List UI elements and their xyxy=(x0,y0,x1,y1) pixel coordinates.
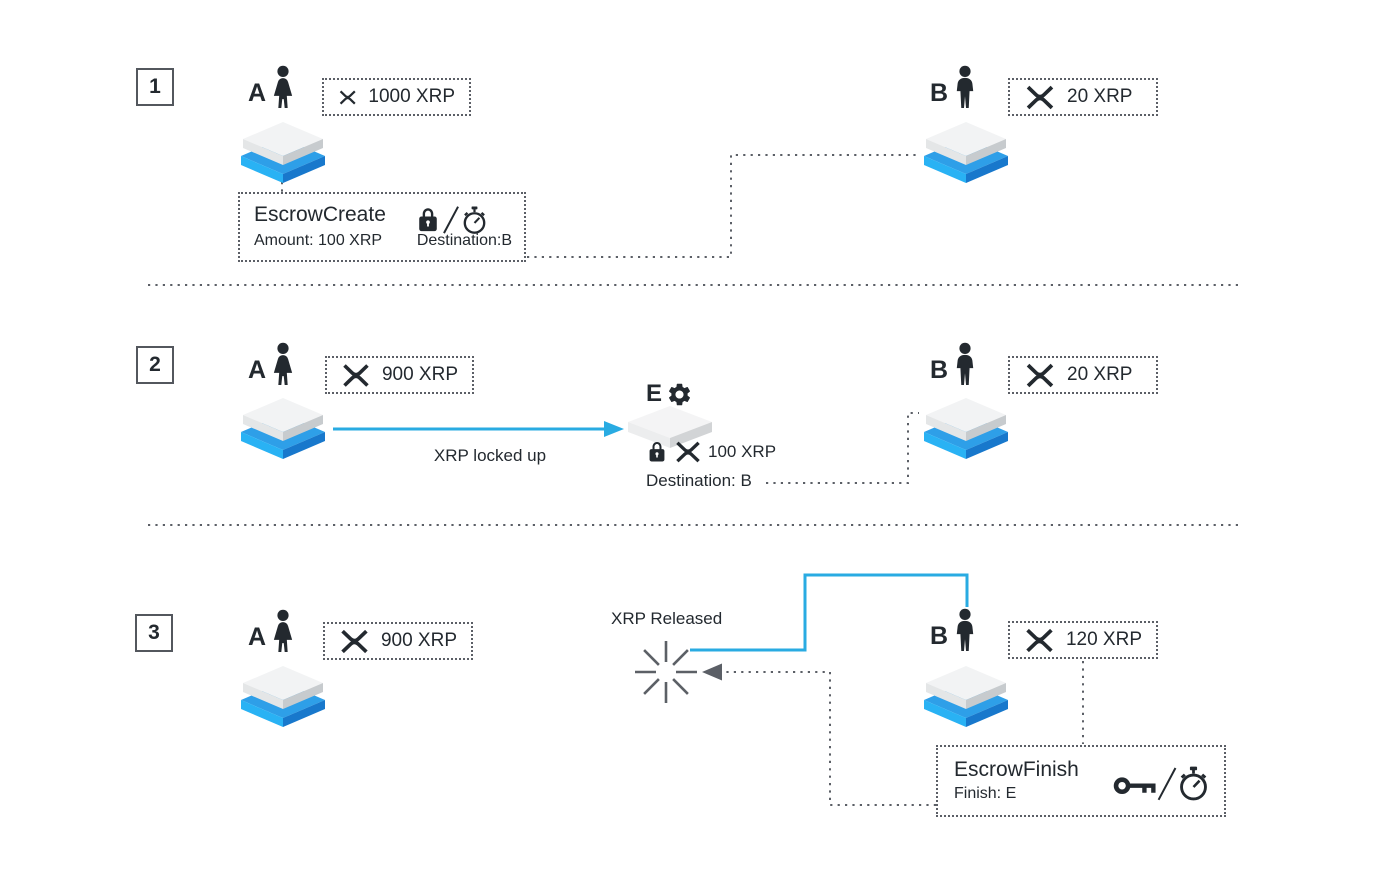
actor-b-label: B xyxy=(930,621,949,650)
step-1-number-label: 1 xyxy=(149,75,161,98)
balance-badge-a-step1: 1000 XRP xyxy=(322,78,471,116)
actor-a-label: A xyxy=(248,355,267,384)
locked-amount: 100 XRP xyxy=(708,442,777,461)
actor-a-step2: A xyxy=(248,341,297,399)
ledger-icon-a-step2 xyxy=(237,398,329,460)
actor-b-step1: B xyxy=(930,64,979,122)
xrp-logo-icon xyxy=(1025,627,1054,654)
actor-a-step1: A xyxy=(248,64,297,122)
balance-badge-a-step2: 900 XRP xyxy=(325,356,474,394)
actor-b-step3: B xyxy=(930,607,979,665)
ledger-icon-a-step1 xyxy=(237,122,329,184)
flow-label: XRP locked up xyxy=(433,446,547,465)
arrowhead-xrp-locked-up xyxy=(604,421,624,437)
actor-b-label: B xyxy=(930,78,949,107)
transaction-destination: Destination:B xyxy=(416,232,512,249)
arrowhead-escrowfinish-to-burst xyxy=(702,663,722,681)
escrow-finish-box: EscrowFinish Finish: E xyxy=(936,745,1226,817)
key-icon xyxy=(1113,770,1157,799)
step-3-number-label: 3 xyxy=(148,621,160,644)
escrow-destination: Destination: B xyxy=(646,471,752,490)
connector-escrowfinish-to-burst xyxy=(722,671,936,806)
connector-xrp-released-to-b xyxy=(690,573,969,652)
slash-icon xyxy=(442,206,459,234)
balance-value: 900 XRP xyxy=(380,630,457,651)
ledger-icon-b-step1 xyxy=(920,122,1012,184)
woman-icon xyxy=(269,609,297,666)
actor-a-step3: A xyxy=(248,608,297,666)
step-2-number: 2 xyxy=(136,346,174,384)
actor-b-label: B xyxy=(930,355,949,384)
burst-icon xyxy=(631,637,701,707)
stopwatch-icon xyxy=(1177,766,1210,802)
transaction-amount: Amount: 100 XRP xyxy=(254,232,383,249)
transaction-title: EscrowCreate xyxy=(254,203,386,226)
xrp-logo-icon xyxy=(675,440,701,464)
woman-icon xyxy=(269,342,297,399)
slash-icon xyxy=(1157,767,1177,801)
escrow-create-box: EscrowCreate Amount: 100 XRP Destination… xyxy=(238,192,526,262)
balance-badge-b-step1: 20 XRP xyxy=(1008,78,1158,116)
balance-badge-a-step3: 900 XRP xyxy=(323,622,473,660)
transaction-title: EscrowFinish xyxy=(954,758,1079,781)
balance-badge-b-step3: 120 XRP xyxy=(1008,621,1158,659)
condition-icons xyxy=(1113,766,1210,802)
actor-a-label: A xyxy=(248,622,267,651)
step-2-number-label: 2 xyxy=(149,353,161,376)
xrp-logo-icon xyxy=(1025,84,1055,111)
xrp-logo-icon xyxy=(340,628,369,655)
escrow-label: E xyxy=(646,380,663,407)
step-1-number: 1 xyxy=(136,68,174,106)
transaction-finish: Finish: E xyxy=(954,785,1017,802)
man-icon xyxy=(951,65,979,122)
stopwatch-icon xyxy=(461,206,488,235)
man-icon xyxy=(951,608,979,665)
ledger-icon-b-step3 xyxy=(920,666,1012,728)
locked-amount-row: 100 XRP xyxy=(646,440,776,464)
condition-icons xyxy=(415,205,488,235)
actor-b-step2: B xyxy=(930,341,979,399)
lock-icon xyxy=(646,441,668,463)
xrp-logo-icon xyxy=(339,84,356,111)
balance-value: 120 XRP xyxy=(1065,629,1142,650)
escrow-account: E xyxy=(646,379,693,409)
balance-value: 20 XRP xyxy=(1067,364,1133,385)
ledger-icon-b-step2 xyxy=(920,398,1012,460)
balance-value: 20 XRP xyxy=(1067,86,1133,107)
release-label: XRP Released xyxy=(611,609,723,628)
connector-escrowcreate-to-ledger-b1 xyxy=(527,154,918,258)
xrp-logo-icon xyxy=(342,362,370,389)
xrp-logo-icon xyxy=(1025,362,1055,389)
step-3-number: 3 xyxy=(135,614,173,652)
ledger-icon-a-step3 xyxy=(237,666,329,728)
woman-icon xyxy=(269,65,297,122)
balance-badge-b-step2: 20 XRP xyxy=(1008,356,1158,394)
balance-value: 900 XRP xyxy=(381,364,458,385)
lock-icon xyxy=(415,207,441,233)
connector-escrow-destination-to-ledger-b2 xyxy=(766,412,919,484)
man-icon xyxy=(951,342,979,399)
actor-a-label: A xyxy=(248,78,267,107)
balance-value: 1000 XRP xyxy=(368,86,455,107)
